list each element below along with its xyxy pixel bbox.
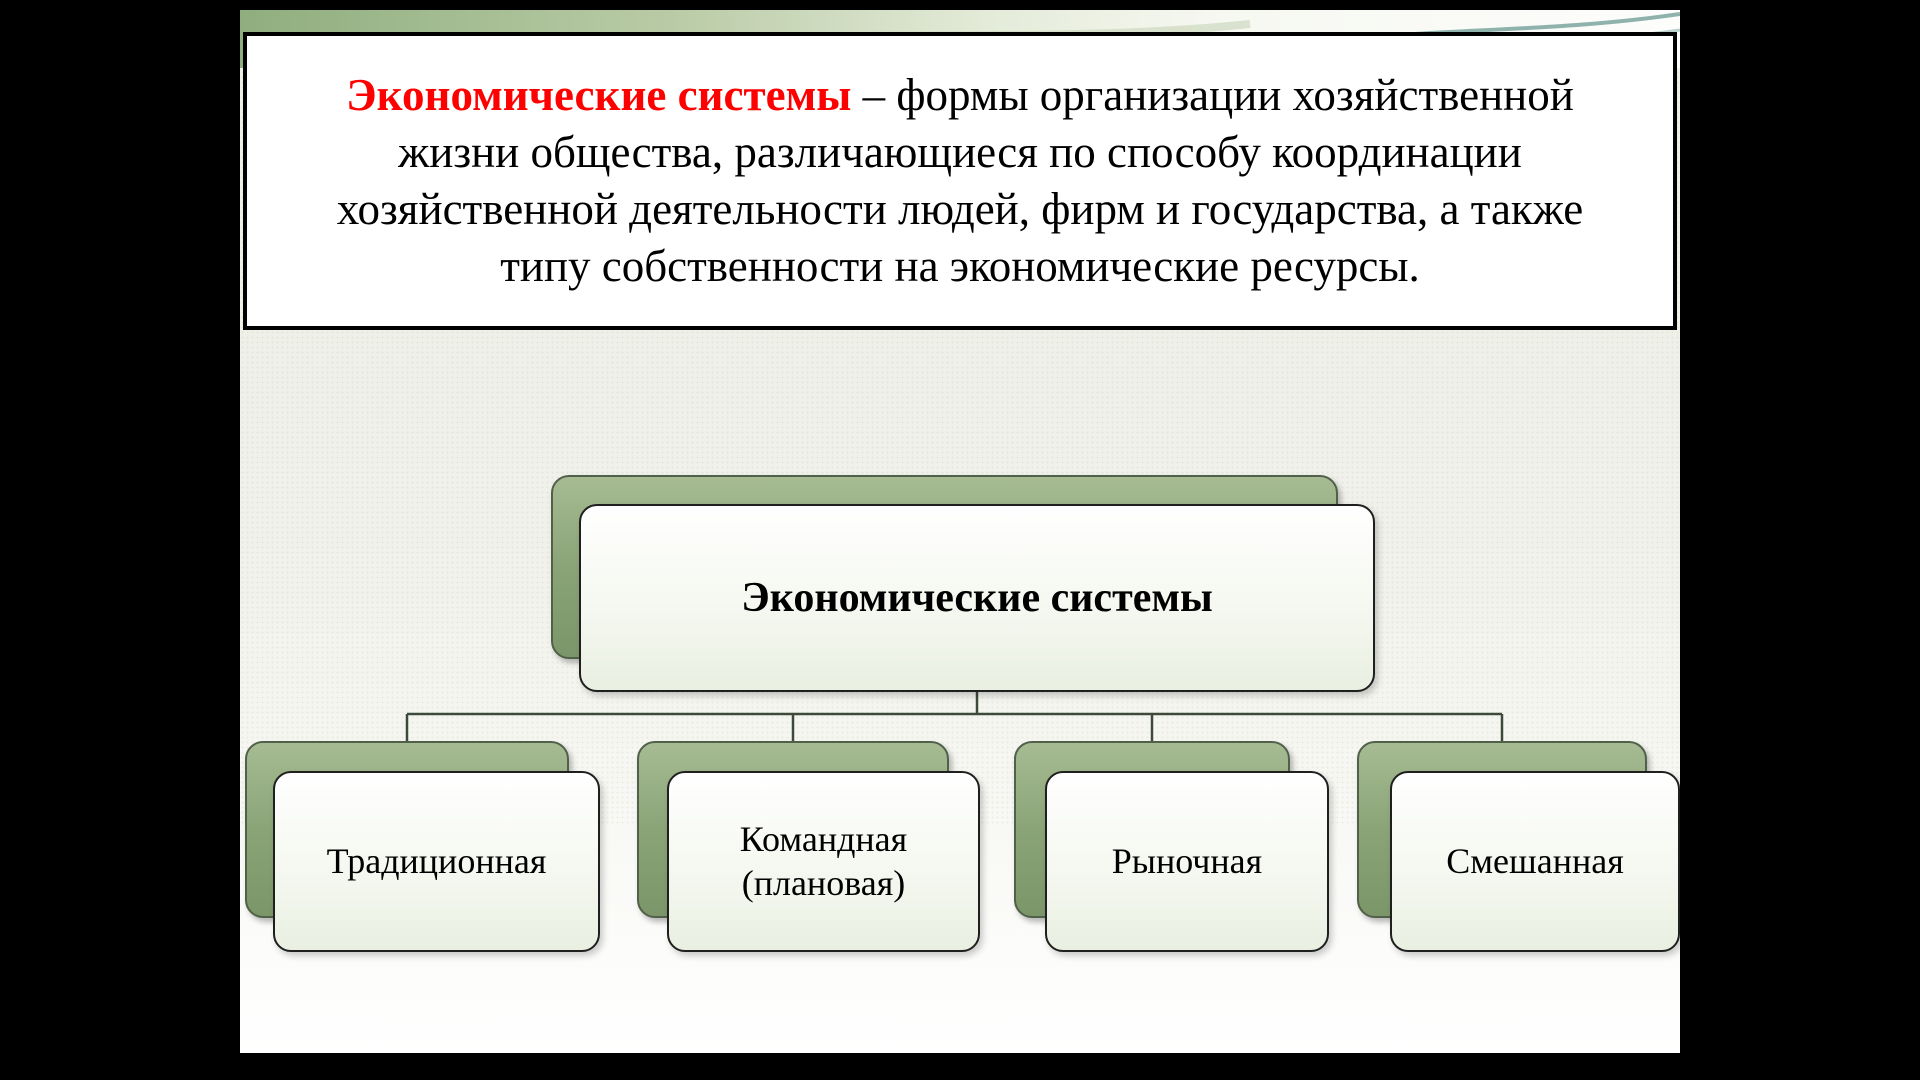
child-node-mixed: Смешанная xyxy=(1390,771,1680,952)
child-node-label: Традиционная xyxy=(326,840,547,881)
child-node-market: Рыночная xyxy=(1045,771,1329,952)
child-node-label: Командная (плановая) xyxy=(739,818,908,903)
connector-lines xyxy=(405,692,1504,742)
child-node-label: Рыночная xyxy=(1111,840,1263,881)
definition-body: – формы организации хозяйственной жизни … xyxy=(336,69,1584,292)
definition-text: Экономические системы – формы организаци… xyxy=(247,67,1673,296)
child-node-traditional: Традиционная xyxy=(273,771,600,952)
definition-box: Экономические системы – формы организаци… xyxy=(243,32,1677,330)
child-node-command: Командная (плановая) xyxy=(667,771,980,952)
root-node: Экономические системы xyxy=(579,504,1375,692)
root-node-label: Экономические системы xyxy=(741,575,1213,621)
child-node-label: Смешанная xyxy=(1446,840,1624,881)
slide-canvas[interactable]: Экономические системы – формы организаци… xyxy=(240,10,1680,1053)
definition-term: Экономические системы xyxy=(346,69,852,120)
